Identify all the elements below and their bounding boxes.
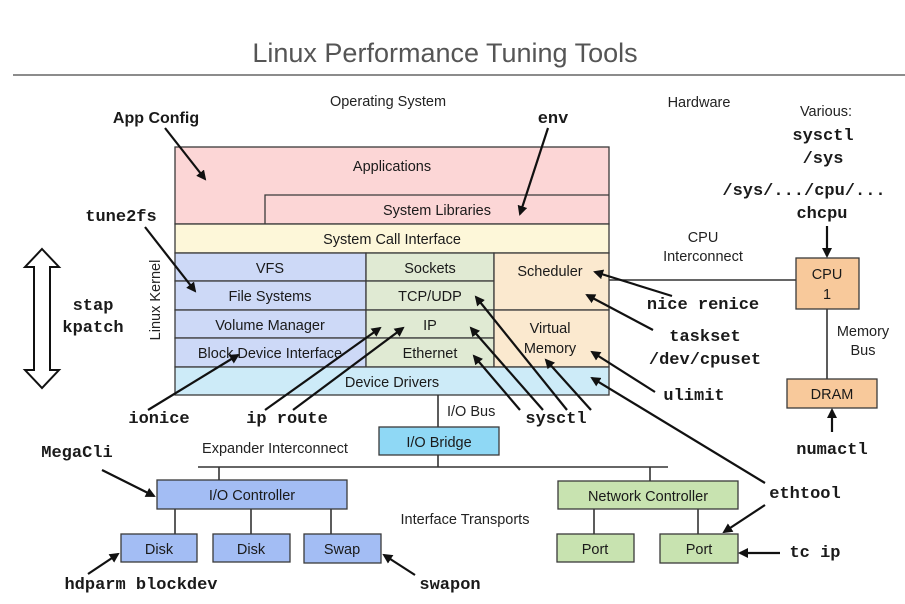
various-label: Various: [800, 104, 852, 120]
virtual-memory-box[interactable] [493, 309, 610, 368]
virtual-memory-label-2: Memory [524, 341, 577, 357]
tool-app-config[interactable]: App Config [113, 110, 199, 127]
arrow-ionice [147, 353, 240, 411]
scheduler-box[interactable] [493, 252, 610, 311]
arrow-tune2fs [144, 226, 197, 293]
system-call-interface-box[interactable] [174, 223, 610, 254]
device-drivers-label: Device Drivers [345, 375, 439, 391]
network-controller-box[interactable] [557, 480, 739, 510]
arrow-hdparm [87, 552, 120, 575]
arrow-app-config [164, 127, 207, 181]
volume-manager-label: Volume Manager [215, 318, 325, 334]
io-controller-label: I/O Controller [209, 488, 295, 504]
arrow-ethtool-drivers [590, 376, 766, 484]
memory-bus-label-1: Memory [837, 324, 890, 340]
bus-lines [174, 279, 828, 534]
port-label-2: Port [686, 542, 713, 558]
arrow-ulimit [590, 350, 656, 393]
cpu-box[interactable] [795, 257, 860, 310]
disk-label-2: Disk [237, 542, 266, 558]
expander-interconnect-label: Expander Interconnect [202, 441, 348, 457]
cpu-label-2: 1 [823, 287, 831, 303]
disk-box-1[interactable] [120, 533, 198, 563]
swap-label: Swap [324, 542, 360, 558]
tool-kpatch[interactable]: kpatch [62, 319, 123, 338]
tool-labels: App Config env tune2fs stap kpatch sysct… [41, 110, 885, 595]
tool-dev-cpuset[interactable]: /dev/cpuset [649, 351, 761, 370]
arrow-megacli [101, 469, 156, 497]
block-device-interface-box[interactable] [174, 337, 367, 368]
tool-ionice[interactable]: ionice [128, 410, 189, 429]
arrow-ip-route-1 [264, 326, 382, 411]
tool-ip-route[interactable]: ip route [246, 410, 328, 429]
arrow-sysctl-ethernet [472, 354, 521, 411]
tool-ethtool[interactable]: ethtool [769, 485, 840, 504]
applications-label: Applications [353, 159, 431, 175]
io-controller-box[interactable] [156, 479, 348, 510]
tool-ulimit[interactable]: ulimit [663, 387, 724, 406]
tool-sysctl-various[interactable]: sysctl [792, 127, 853, 146]
tool-nice-renice[interactable]: nice renice [647, 296, 759, 315]
interface-transports-label: Interface Transports [401, 512, 530, 528]
arrow-nice-renice [593, 269, 673, 298]
tool-chcpu[interactable]: chcpu [796, 205, 847, 224]
vfs-label: VFS [256, 261, 284, 277]
scheduler-label: Scheduler [517, 264, 582, 280]
dram-label: DRAM [811, 387, 854, 403]
system-libraries-label: System Libraries [383, 203, 491, 219]
io-bridge-label: I/O Bridge [406, 435, 471, 451]
tool-swapon[interactable]: swapon [419, 576, 480, 595]
system-call-interface-label: System Call Interface [323, 232, 461, 248]
tool-sys-cpu[interactable]: /sys/.../cpu/... [722, 182, 885, 201]
tool-env[interactable]: env [538, 110, 569, 129]
double-arrow-icon [22, 247, 62, 390]
arrow-env [517, 127, 550, 216]
arrow-swapon [382, 553, 416, 576]
tool-sys[interactable]: /sys [803, 150, 844, 169]
tool-sysctl[interactable]: sysctl [525, 410, 586, 429]
arrow-sysctl-ip [469, 326, 544, 411]
page-title: Linux Performance Tuning Tools [252, 38, 637, 68]
tool-stap[interactable]: stap [73, 297, 114, 316]
disk-box-2[interactable] [212, 533, 291, 563]
tool-megacli[interactable]: MegaCli [41, 444, 112, 463]
virtual-memory-label-1: Virtual [530, 321, 571, 337]
arrow-taskset [585, 294, 654, 331]
network-controller-label: Network Controller [588, 489, 708, 505]
port-box-1[interactable] [556, 533, 635, 563]
swap-box[interactable] [303, 533, 382, 564]
port-label-1: Port [582, 542, 609, 558]
sockets-box[interactable] [365, 252, 495, 282]
tool-arrows [87, 127, 837, 576]
linux-kernel-label: Linux Kernel [148, 260, 164, 341]
arrow-ip-route-2 [292, 326, 405, 411]
arrow-sysctl-tcp [474, 295, 568, 411]
tool-taskset[interactable]: taskset [669, 328, 740, 347]
dram-box[interactable] [786, 378, 878, 409]
memory-bus-label-2: Bus [851, 343, 876, 359]
tool-hdparm-blockdev[interactable]: hdparm blockdev [64, 576, 217, 595]
cpu-interconnect-label-2: Interconnect [663, 249, 743, 265]
file-systems-box[interactable] [174, 280, 367, 311]
section-label-os: Operating System [330, 94, 446, 110]
ethernet-label: Ethernet [403, 346, 458, 362]
arrow-ethtool-port [722, 504, 766, 534]
arrow-sysctl-vm [544, 358, 592, 411]
ip-label: IP [423, 318, 437, 334]
file-systems-label: File Systems [229, 289, 312, 305]
block-device-interface-label: Block Device Interface [198, 346, 342, 362]
disk-label-1: Disk [145, 542, 174, 558]
sockets-label: Sockets [404, 261, 456, 277]
tool-tune2fs[interactable]: tune2fs [85, 208, 156, 227]
cpu-interconnect-label-1: CPU [688, 230, 719, 246]
system-libraries-box[interactable] [264, 194, 609, 224]
tool-numactl[interactable]: numactl [796, 441, 867, 460]
io-bus-label: I/O Bus [447, 404, 495, 420]
section-label-hardware: Hardware [668, 95, 731, 111]
cpu-label-1: CPU [812, 267, 843, 283]
tcp-udp-label: TCP/UDP [398, 289, 462, 305]
io-bridge-box[interactable] [378, 426, 500, 456]
os-stack: Applications System Libraries System Cal… [174, 146, 610, 396]
tool-tc-ip[interactable]: tc ip [789, 544, 840, 563]
